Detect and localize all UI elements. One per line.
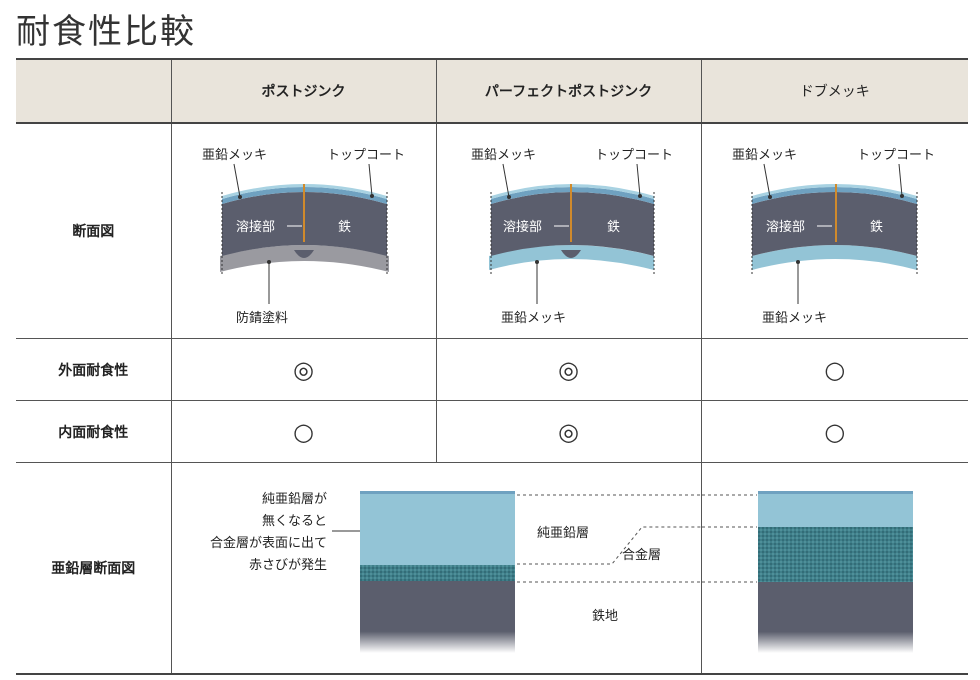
leader-dot-topcoat <box>369 194 374 198</box>
label-top-left: 亜鉛メッキ <box>471 148 536 163</box>
row-label-exterior: 外面耐食性 <box>16 338 172 401</box>
zinc-coat <box>221 187 387 204</box>
label-iron: 鉄 <box>607 220 620 235</box>
row-label-section: 断面図 <box>16 122 172 339</box>
top-coat <box>221 184 387 199</box>
label-bottom: 防錆塗料 <box>236 310 288 326</box>
leader-dot-zinc <box>237 195 242 199</box>
note-line-1: 純亜鉛層が <box>261 492 326 507</box>
header-hot-dip: ドブメッキ <box>700 58 968 124</box>
label-base: 鉄地 <box>592 609 618 624</box>
steel-body <box>751 192 917 256</box>
rating-interior-perfect-post-zinc: ◎ <box>435 400 702 463</box>
zinc-coat <box>490 187 654 204</box>
leader-zinc <box>233 163 240 198</box>
pure-zinc-right <box>757 491 913 527</box>
note-line-4: 赤さびが発生 <box>248 558 326 573</box>
comparison-table: ポストジンク パーフェクトポストジンク ドブメッキ 断面図 <box>16 58 968 675</box>
weld-bump <box>293 250 314 258</box>
label-bottom: 亜鉛メッキ <box>501 311 566 326</box>
zinc-layer-hot-dip <box>701 491 913 653</box>
leader-dot-zinc <box>506 195 511 199</box>
zinc-layer-row: 亜鉛層断面図 <box>16 462 968 675</box>
zinc-layer-diagram-hot-dip <box>700 462 968 675</box>
rating-exterior-hot-dip: ○ <box>700 338 968 401</box>
label-iron: 鉄 <box>870 220 883 235</box>
label-top-right: トップコート <box>857 148 935 163</box>
circle-icon: ○ <box>824 355 846 384</box>
leader-dot-topcoat <box>637 194 642 198</box>
section-diagram-hot-dip: 亜鉛メッキ トップコート 溶接部 鉄 亜鉛メッキ <box>700 122 968 339</box>
row-label-zinc-layer: 亜鉛層断面図 <box>16 462 172 675</box>
label-weld: 溶接部 <box>766 219 805 235</box>
steel-body <box>490 192 654 256</box>
header-blank <box>16 58 172 124</box>
top-line-right <box>757 491 913 494</box>
alloy-right <box>757 527 913 582</box>
label-top-right: トップコート <box>595 148 673 163</box>
rating-interior-post-zinc: ○ <box>170 400 437 463</box>
pure-zinc-left <box>359 491 515 565</box>
rating-exterior-perfect-post-zinc: ◎ <box>435 338 702 401</box>
circle-icon: ○ <box>824 417 846 446</box>
gray-inner-coat <box>219 245 389 272</box>
rating-exterior-post-zinc: ◎ <box>170 338 437 401</box>
header-post-zinc: ポストジンク <box>170 58 437 124</box>
rating-interior-hot-dip: ○ <box>700 400 968 463</box>
note-line-2: 無くなると <box>261 514 326 529</box>
leader-dot-zinc <box>767 195 772 199</box>
page-title: 耐食性比較 <box>16 12 196 52</box>
leader-topcoat <box>368 163 372 197</box>
header-perfect-post-zinc: パーフェクトポストジンク <box>435 58 702 124</box>
label-weld: 溶接部 <box>236 219 275 235</box>
leader-topcoat <box>636 163 640 197</box>
leader-zinc <box>763 163 770 198</box>
leader-zinc <box>502 163 509 198</box>
leader-dot-bottom <box>534 260 539 264</box>
top-coat <box>751 184 917 199</box>
label-alloy: 合金層 <box>622 547 661 563</box>
double-circle-icon: ◎ <box>293 355 314 384</box>
label-iron: 鉄 <box>338 220 351 235</box>
leader-dot-bottom <box>795 260 800 264</box>
cross-section-post-zinc: 亜鉛メッキ トップコート 溶接部 鉄 防錆塗料 <box>202 148 405 326</box>
base-iron-left <box>359 581 515 653</box>
row-label-interior: 内面耐食性 <box>16 400 172 463</box>
double-circle-icon: ◎ <box>558 417 579 446</box>
zinc-inner-coat <box>751 245 917 270</box>
zinc-coat <box>751 187 917 204</box>
top-coat <box>490 184 654 199</box>
top-line-left <box>359 491 515 494</box>
leader-dot-topcoat <box>899 194 904 198</box>
label-bottom: 亜鉛メッキ <box>762 311 827 326</box>
leader-dot-bottom <box>266 260 271 264</box>
section-diagram-post-zinc: 亜鉛メッキ トップコート 溶接部 鉄 防錆塗料 <box>170 122 437 339</box>
cross-section-perfect-post-zinc: 亜鉛メッキ トップコート 溶接部 鉄 亜鉛メッキ <box>471 148 673 326</box>
label-pure-zinc: 純亜鉛層 <box>537 526 589 541</box>
label-top-right: トップコート <box>327 148 405 163</box>
note-line-3: 合金層が表面に出て <box>209 535 326 551</box>
leader-topcoat <box>898 163 902 197</box>
zinc-layer-diagram: 純亜鉛層が 無くなると 合金層が表面に出て 赤さびが発生 純亜鉛層 <box>209 491 703 653</box>
header-row: ポストジンク パーフェクトポストジンク ドブメッキ <box>16 58 968 124</box>
label-top-left: 亜鉛メッキ <box>732 148 797 163</box>
weld-bump <box>560 250 581 258</box>
cross-section-hot-dip: 亜鉛メッキ トップコート 溶接部 鉄 亜鉛メッキ <box>732 148 935 326</box>
label-weld: 溶接部 <box>503 219 542 235</box>
base-iron-right <box>757 582 913 653</box>
interior-row: 内面耐食性 ○ ◎ ○ <box>16 400 968 463</box>
section-row: 断面図 <box>16 122 968 339</box>
zinc-layer-diagram-merged: 純亜鉛層が 無くなると 合金層が表面に出て 赤さびが発生 純亜鉛層 <box>170 462 703 675</box>
exterior-row: 外面耐食性 ◎ ◎ ○ <box>16 338 968 401</box>
circle-icon: ○ <box>293 417 314 446</box>
alloy-left <box>359 565 515 581</box>
label-top-left: 亜鉛メッキ <box>202 148 267 163</box>
section-diagram-perfect-post-zinc: 亜鉛メッキ トップコート 溶接部 鉄 亜鉛メッキ <box>435 122 702 339</box>
double-circle-icon: ◎ <box>558 355 579 384</box>
